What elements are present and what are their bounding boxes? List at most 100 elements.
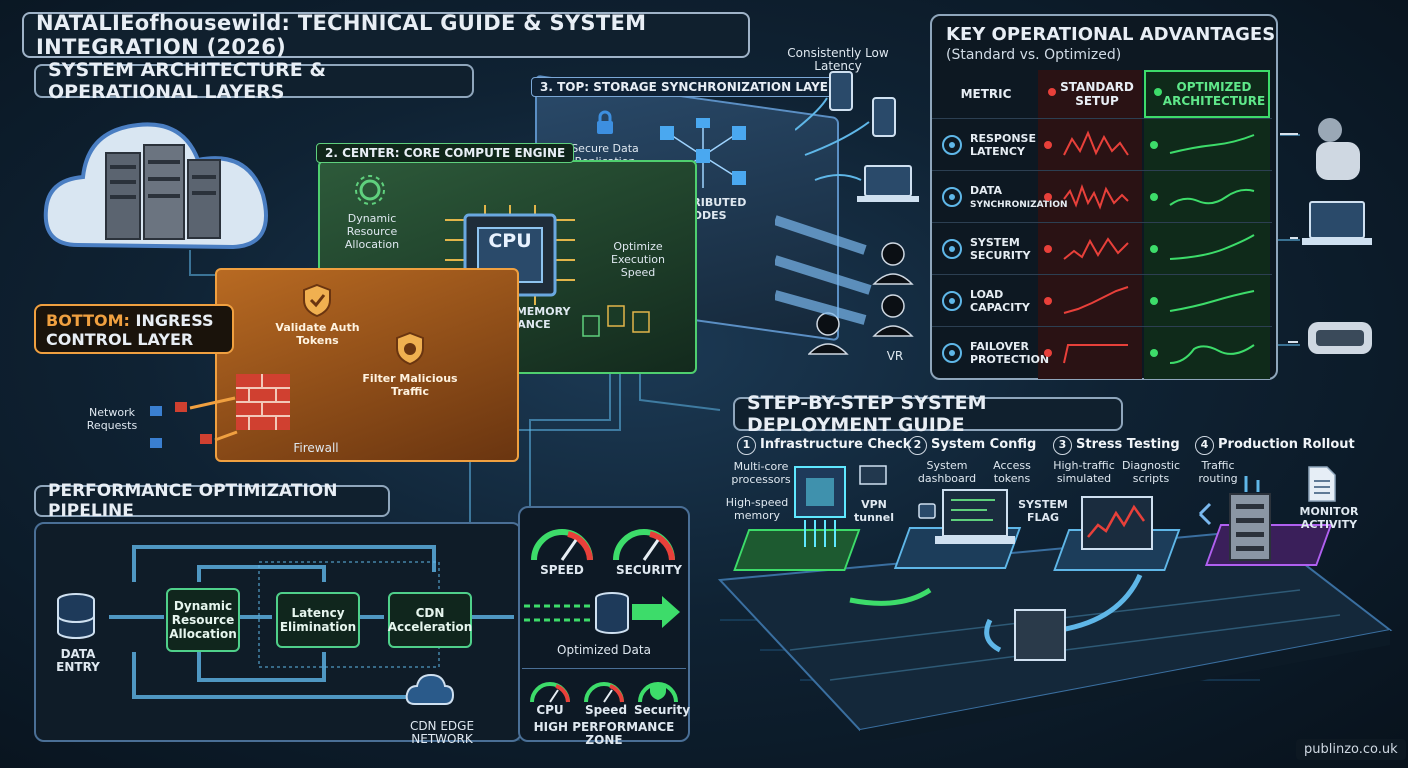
optimized-status-dot (1150, 193, 1158, 201)
right-devices-icon (1280, 118, 1372, 354)
deployment-step-title: 3 Stress Testing (1053, 436, 1180, 455)
standard-cell (1038, 119, 1142, 171)
server-rack-icon (1198, 476, 1271, 561)
link-line-2 (469, 350, 621, 540)
document-icon (1308, 466, 1336, 502)
cloud-server-icon (43, 122, 268, 250)
dashboard-label: System dashboard (917, 459, 977, 485)
sync-icon (942, 187, 962, 207)
firewall-icon (236, 374, 290, 430)
performance-zone-label: HIGH PERFORMANCE ZONE (533, 720, 675, 747)
dynamic-allocation-box: Dynamic Resource Allocation (166, 588, 240, 652)
metric-label-line1: LOAD (970, 288, 1004, 301)
standard-sparkline (1063, 184, 1129, 210)
metric-label-line1: FAILOVER (970, 340, 1030, 353)
optimized-cell (1144, 171, 1270, 223)
system-flag-label: SYSTEM FLAG (1018, 498, 1068, 524)
stress-chart-icon (1081, 496, 1153, 550)
access-tokens-label: Access tokens (993, 459, 1031, 485)
step-title-text: System Config (931, 437, 1037, 452)
ingress-title-rest: INGRESS (129, 311, 214, 330)
col-standard-text: STANDARD SETUP (1060, 80, 1134, 108)
optimized-data-icon (524, 592, 680, 634)
standard-status-dot (1044, 245, 1052, 253)
optimized-sparkline (1169, 234, 1255, 260)
optimized-sparkline (1169, 290, 1255, 312)
step-number-badge: 3 (1053, 436, 1072, 455)
metric-label-line1: DATA (970, 184, 1002, 197)
shield-check-icon (942, 343, 962, 363)
deployment-heading-text: STEP-BY-STEP SYSTEM DEPLOYMENT GUIDE (747, 392, 987, 436)
metric-label-line1: SYSTEM (970, 236, 1020, 249)
lock-icon (597, 110, 613, 134)
advantages-panel: KEY OPERATIONAL ADVANTAGES (Standard vs.… (930, 14, 1278, 380)
users-icon (808, 242, 914, 355)
standard-cell (1038, 275, 1142, 327)
database-icon (57, 593, 95, 639)
metric-label-line2: LATENCY (970, 145, 1025, 158)
latency-elimination-text: Latency Elimination (279, 606, 357, 634)
col-optimized-text: OPTIMIZED ARCHITECTURE (1162, 80, 1266, 108)
speed-gauge-label: SPEED (540, 563, 584, 577)
ingress-layer-title: BOTTOM: INGRESS CONTROL LAYER (34, 304, 234, 354)
zone-divider (522, 668, 686, 669)
shield-check-icon (303, 283, 331, 318)
dynamic-allocation-text: Dynamic Resource Allocation (169, 599, 237, 641)
main-title-text: NATALIEofhousewild: TECHNICAL GUIDE & SY… (36, 11, 647, 59)
data-entry-label: DATA ENTRY (56, 647, 100, 674)
low-latency-label: Consistently Low Latency (787, 46, 889, 73)
advantages-title: KEY OPERATIONAL ADVANTAGES (946, 24, 1276, 45)
compute-layer-title-text: 2. CENTER: CORE COMPUTE ENGINE (325, 146, 566, 160)
gear-icon (355, 175, 385, 205)
step-title-text: Infrastructure Check (760, 437, 912, 452)
optimize-speed-label: Optimize Execution Speed (611, 240, 665, 279)
request-arrows-icon (150, 396, 238, 448)
standard-status-dot (1044, 141, 1052, 149)
deployment-heading: STEP-BY-STEP SYSTEM DEPLOYMENT GUIDE (733, 392, 1123, 436)
main-title: NATALIEofhousewild: TECHNICAL GUIDE & SY… (22, 11, 750, 59)
link-line-1 (529, 350, 611, 540)
cpu-label: CPU (488, 230, 532, 252)
diagnostic-label: Diagnostic scripts (1121, 459, 1181, 485)
optimized-status-dot (1150, 349, 1158, 357)
multicore-label: Multi-core processors (731, 460, 791, 486)
standard-status-dot (1044, 193, 1052, 201)
metric-label-line1: RESPONSE (970, 132, 1036, 145)
glowing-chip-icon (794, 466, 846, 547)
standard-sparkline (1063, 344, 1128, 364)
gauge-icon (942, 135, 962, 155)
optimized-status-dot (1150, 141, 1158, 149)
network-requests-label: Network Requests (86, 406, 138, 432)
metric-label-line2: SECURITY (970, 249, 1031, 262)
laptop-icon (918, 489, 1015, 544)
optimized-cell (1144, 275, 1270, 327)
storage-layer-title-text: 3. TOP: STORAGE SYNCHRONIZATION LAYER (540, 80, 838, 94)
standard-sparkline (1063, 286, 1129, 314)
dynamic-allocation-label: Dynamic Resource Allocation (344, 212, 400, 251)
firewall-label: Firewall (293, 441, 339, 455)
standard-cell (1038, 327, 1142, 379)
pipeline-heading: PERFORMANCE OPTIMIZATION PIPELINE (34, 481, 390, 521)
bar-chart-icon (942, 291, 962, 311)
metric-label-line2: CAPACITY (970, 301, 1030, 314)
optimized-status-dot (1150, 297, 1158, 305)
standard-dot-icon (1048, 88, 1056, 96)
monitor-activity-label: MONITOR ACTIVITY (1299, 505, 1359, 531)
standard-sparkline (1063, 130, 1129, 156)
optimized-sparkline (1169, 344, 1255, 364)
standard-status-dot (1044, 297, 1052, 305)
optimized-status-dot (1150, 245, 1158, 253)
mini-gauges-icon (530, 682, 678, 703)
client-devices-icon (795, 71, 919, 202)
step-title-text: Stress Testing (1076, 437, 1180, 452)
